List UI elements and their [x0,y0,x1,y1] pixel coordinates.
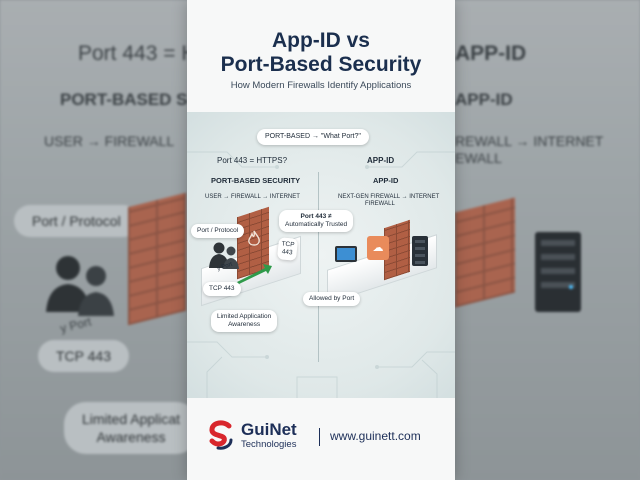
website-url[interactable]: www.guinett.com [330,429,421,443]
backdrop-server-icon [535,232,581,312]
green-arrow-icon [237,264,272,284]
pill-not-trusted: Port 443 ≠ Automatically Trusted [279,210,354,232]
backdrop-pill-port-protocol: Port / Protocol [14,205,139,237]
left-question: Port 443 = HTTPS? [217,156,288,165]
backdrop-left-subheading: PORT-BASED S [60,90,188,109]
fire-icon [248,230,260,246]
brand-name: GuiNet [241,420,297,439]
backdrop-left-firewall [128,192,186,326]
backdrop-left-flow: USER → FIREWALL [44,133,175,149]
backdrop-users-icon [46,256,114,316]
backdrop-pill-limited-line2: Awareness [96,429,166,445]
left-flow: USER → FIREWALL → INTERNET [205,194,300,200]
circuit-pattern [187,151,455,398]
footer-separator [319,428,320,446]
center-divider [318,172,319,362]
cloud-app-icon: ☁ [367,236,389,260]
subtitle: How Modern Firewalls Identify Applicatio… [230,80,412,91]
backdrop-left-heading: Port 443 = H [78,42,197,65]
right-heading-top: APP-ID [367,156,395,165]
backdrop-pill-tcp443: TCP 443 [38,340,129,372]
server-icon [412,236,428,266]
right-flow-line2: FIREWALL [365,201,395,207]
backdrop-pill-limited-line1: Limited Applicat [82,411,181,427]
pill-limited-line1: Limited Application [217,313,272,320]
left-heading: PORT-BASED SECURITY [211,176,301,185]
pill-tcp443: TCP 443 [203,282,241,296]
title-line-1: App-ID vs [271,29,370,52]
wall-label-line2: 443 [281,248,293,257]
pill-limited-awareness: Limited Application Awareness [211,310,278,332]
wall-label-tcp443: TCP 443 [276,237,299,261]
backdrop-right-flow-line2: EWALL [455,150,502,166]
users-icon [209,242,239,269]
footer: GuiNet Technologies www.guinett.com [187,398,455,480]
backdrop-right-firewall [455,197,515,308]
pill-limited-line2: Awareness [228,321,261,328]
right-flow-line1: NEXT-GEN FIREWALL → INTERNET [338,194,440,200]
pill-not-trusted-line1: Port 443 ≠ [300,213,332,220]
backdrop-right-subheading: APP-ID [455,90,513,109]
brand-subtitle: Technologies [241,439,297,450]
backdrop-right-heading: APP-ID [455,42,527,65]
guinet-logo-icon [209,420,233,450]
backdrop-right-flow-line1: REWALL → INTERNET [455,133,604,149]
infographic-card: App-ID vs Port-Based Security How Modern… [187,0,455,480]
pill-port-protocol: Port / Protocol [191,224,245,238]
pill-allowed-by-port: Allowed by Port [303,292,361,306]
right-heading: APP-ID [373,176,399,185]
illustration: PORT-BASED → "What Port?" Port 443 = HTT… [187,112,455,398]
computer-icon [335,246,357,262]
top-pill-port-based: PORT-BASED → "What Port?" [257,129,369,145]
title-line-2: Port-Based Security [220,53,422,76]
pill-not-trusted-line2: Automatically Trusted [285,221,348,228]
backdrop-pill-limited: Limited Applicat Awareness [64,402,199,454]
